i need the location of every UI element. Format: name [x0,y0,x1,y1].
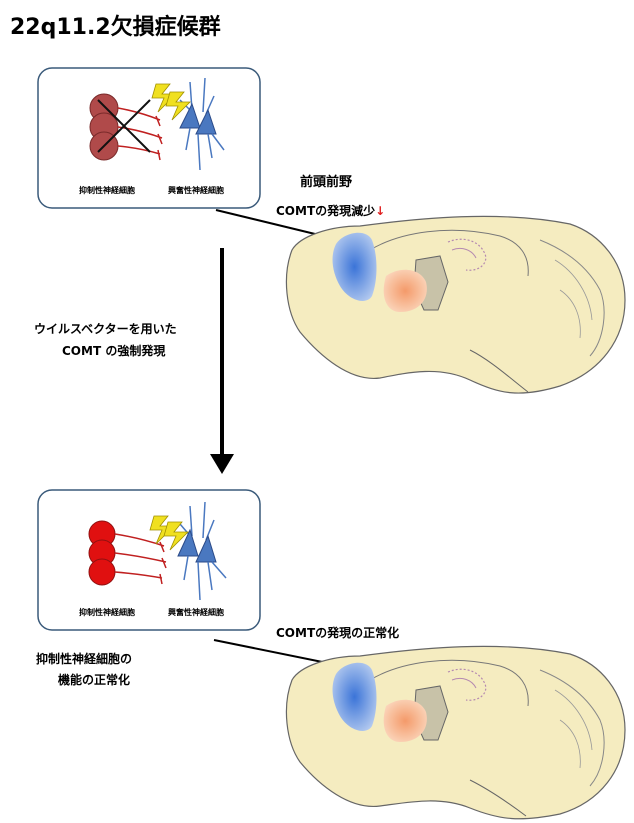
bottom-neuron-panel: 抑制性神経細胞 興奮性神経細胞 [37,489,261,631]
prefrontal-region [332,662,377,731]
prefrontal-region [332,232,377,301]
intervention-line2: COMT の強制発現 [62,343,165,358]
down-arrow-icon: ↓ [375,204,385,218]
top-neuron-panel: 抑制性神経細胞 興奮性神経細胞 [37,67,261,209]
pyramidal-neuron [195,108,217,135]
comt-normal-label: COMTの発現の正常化 [276,625,399,640]
top-panel-frame [37,67,261,209]
intervention-line1: ウイルスベクターを用いた [34,322,177,336]
bottom-excitatory-neurons [177,501,227,601]
prefrontal-label: 前頭前野 [300,174,352,190]
vertical-arrow [210,248,234,474]
top-excitatory-neurons [179,77,225,171]
comt-decrease-label: COMTの発現減少↓ [276,203,385,218]
pyramidal-neuron [195,534,217,563]
cross-mark-icon [97,99,151,153]
striatum-region [383,699,427,742]
lightning-icon [149,515,189,551]
outcome-line1: 抑制性神経細胞の [36,651,132,666]
bottom-inhibitory-neuron [88,558,116,586]
comt-decrease-text: COMTの発現減少 [276,203,375,218]
top-brain [285,215,626,394]
lightning-icon [151,83,191,121]
striatum-region [383,269,427,312]
top-inhibitory-neurons [89,93,163,161]
top-excitatory-label: 興奮性神経細胞 [168,185,224,195]
bottom-inhibitory-label: 抑制性神経細胞 [79,607,135,617]
bottom-inhibitory-neurons [88,520,167,586]
outcome-line2: 機能の正常化 [58,672,130,687]
bottom-brain [285,645,626,820]
pyramidal-neuron [179,102,201,129]
bottom-panel-frame [37,489,261,631]
page-title: 22q11.2欠損症候群 [10,14,221,40]
bottom-excitatory-label: 興奮性神経細胞 [168,607,224,617]
top-inhibitory-label: 抑制性神経細胞 [79,185,135,195]
brain-outline [285,645,626,820]
